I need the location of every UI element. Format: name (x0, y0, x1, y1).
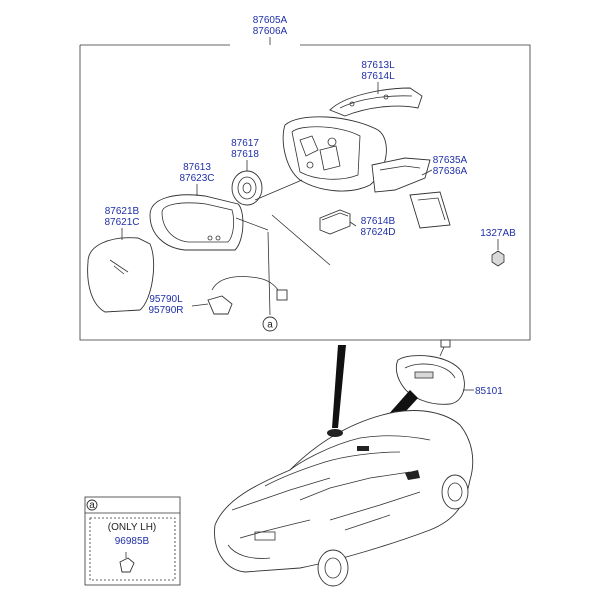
assembly-frame (79, 44, 531, 341)
assembly-part-number-1[interactable]: 87605A (253, 15, 288, 26)
guide-line-2 (235, 217, 269, 231)
bolt-part (491, 250, 505, 267)
inside-mirror-part (395, 339, 465, 405)
lamp-leader (421, 169, 433, 176)
actuator-part (231, 170, 263, 206)
actuator-part-number-2[interactable]: 87618 (231, 149, 259, 160)
guide-line-3 (271, 214, 331, 266)
mirror-glass-part (87, 237, 155, 313)
harness-part (207, 276, 288, 315)
motor-part-number-1[interactable]: 87614B (361, 216, 396, 227)
motor-part-number-2[interactable]: 87624D (360, 227, 395, 238)
motor-part (319, 209, 351, 235)
actuator-part-number-1[interactable]: 87617 (231, 138, 259, 149)
scalp-part-number-1[interactable]: 87613L (361, 60, 395, 71)
ref-circle[interactable] (262, 316, 278, 332)
ref-leader (267, 231, 271, 316)
side-lamp-part (371, 157, 451, 229)
motor-leader (349, 221, 357, 227)
assembly-part-number-2[interactable]: 87606A (253, 26, 288, 37)
detail-note: (ONLY LH) (108, 522, 157, 533)
scalp-part-number-2[interactable]: 87614L (361, 71, 395, 82)
harness-part-number-2[interactable]: 95790R (148, 305, 183, 316)
glass-part-number-2[interactable]: 87621C (104, 217, 139, 228)
pointer-wedge-outside-mirror (332, 345, 346, 428)
cover-part-number-1[interactable]: 87613 (183, 162, 211, 173)
detail-part-number[interactable]: 96985B (115, 536, 150, 547)
mirror-housing-part (282, 116, 387, 192)
detail-ref-letter: a (89, 500, 95, 511)
detail-box (84, 496, 181, 586)
glass-part-number-1[interactable]: 87621B (105, 206, 140, 217)
harness-part-number-1[interactable]: 95790L (149, 294, 183, 305)
bolt-part-number[interactable]: 1327AB (480, 228, 516, 239)
harness-leader (191, 303, 209, 307)
mirror-cover-part (149, 194, 244, 251)
ref-circle-letter: a (267, 320, 273, 331)
guide-line-1 (254, 179, 303, 201)
inside-mirror-part-number[interactable]: 85101 (475, 386, 503, 397)
cover-part-number-2[interactable]: 87623C (179, 173, 214, 184)
car-illustration (214, 410, 474, 587)
lamp-part-number-1[interactable]: 87635A (433, 155, 468, 166)
lamp-part-number-2[interactable]: 87636A (433, 166, 468, 177)
mirror-scalp-part (329, 87, 423, 117)
